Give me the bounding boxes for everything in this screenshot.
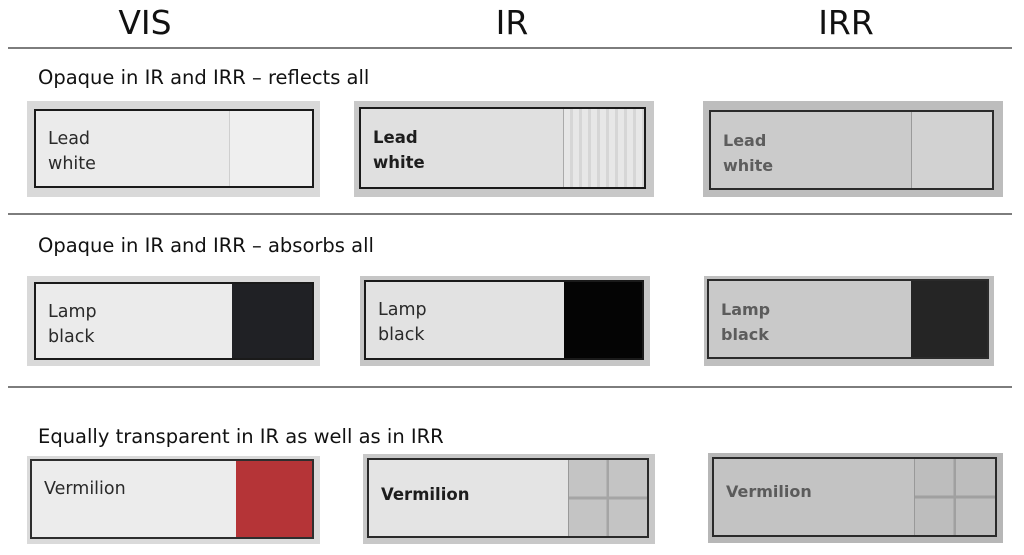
pigment-swatch <box>568 460 647 536</box>
pigment-swatch <box>914 459 995 535</box>
sample-card: Lamp black <box>707 279 989 359</box>
sample-label: Lead white <box>48 129 96 174</box>
pigment-swatch <box>236 461 312 537</box>
sample-label: Lead white <box>373 128 425 172</box>
section-title-reflects: Opaque in IR and IRR – reflects all <box>38 66 370 89</box>
sample-card: Vermilion <box>367 458 649 538</box>
sample-card: Lead white <box>34 109 314 188</box>
pigment-swatch <box>229 111 312 186</box>
sample-label: Lamp black <box>48 302 97 347</box>
sample-photo-ir-lead-white: Lead white <box>354 101 654 197</box>
column-header-irr: IRR <box>818 3 874 42</box>
sample-card: Lamp black <box>364 280 644 360</box>
sample-label: Vermilion <box>44 479 126 499</box>
column-header-ir: IR <box>495 3 529 42</box>
sample-photo-irr-lead-white: Lead white <box>703 101 1003 197</box>
divider-1 <box>8 213 1012 215</box>
pigment-swatch <box>563 109 644 187</box>
sample-label: Lead white <box>723 131 774 175</box>
pigment-swatch <box>911 281 987 357</box>
sample-card: Vermilion <box>30 459 314 539</box>
section-title-absorbs: Opaque in IR and IRR – absorbs all <box>38 234 374 257</box>
pigment-swatch <box>564 282 642 358</box>
pigment-swatch <box>232 284 312 358</box>
sample-label: Vermilion <box>726 482 812 501</box>
sample-photo-irr-lamp-black: Lamp black <box>704 276 994 366</box>
sample-card: Lamp black <box>34 282 314 360</box>
sample-photo-vis-lamp-black: Lamp black <box>27 276 320 366</box>
sample-label: Lamp black <box>378 300 427 345</box>
divider-2 <box>8 386 1012 388</box>
sample-card: Lead white <box>709 110 994 190</box>
sample-photo-ir-vermilion: Vermilion <box>363 454 655 544</box>
sample-photo-irr-vermilion: Vermilion <box>708 453 1003 543</box>
sample-label: Vermilion <box>381 485 470 504</box>
sample-card: Vermilion <box>712 457 997 537</box>
sample-photo-ir-lamp-black: Lamp black <box>360 276 650 366</box>
sample-photo-vis-lead-white: Lead white <box>27 101 320 197</box>
pigment-swatch <box>911 112 992 188</box>
column-header-vis: VIS <box>118 3 172 42</box>
sample-label: Lamp black <box>721 300 771 344</box>
section-title-transparent: Equally transparent in IR as well as in … <box>38 425 444 448</box>
divider-top <box>8 47 1012 49</box>
sample-card: Lead white <box>359 107 646 189</box>
sample-photo-vis-vermilion: Vermilion <box>27 456 320 544</box>
